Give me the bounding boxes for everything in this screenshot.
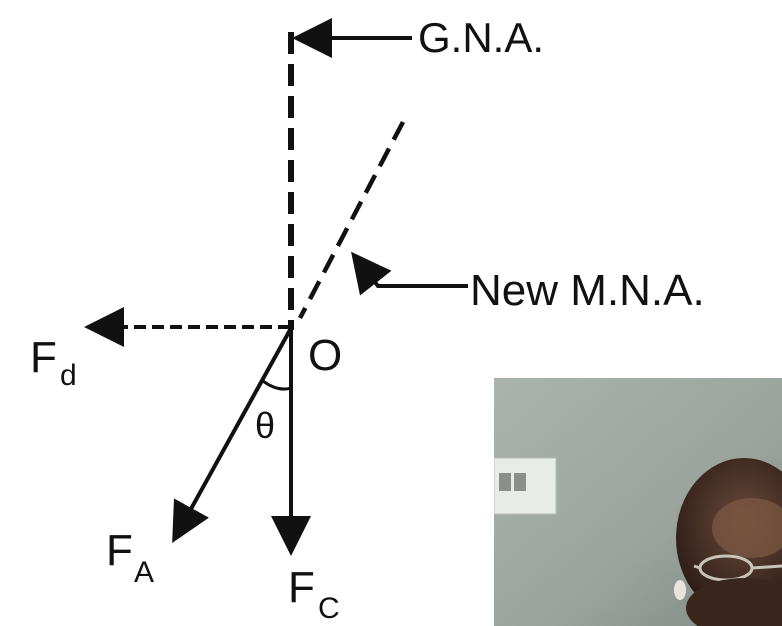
fd-label: F	[30, 333, 57, 382]
fc-subscript: C	[318, 592, 340, 625]
webcam-overlay	[494, 378, 782, 626]
fc-label: F	[288, 563, 315, 612]
fa-label: F	[106, 526, 133, 575]
webcam-image	[494, 378, 782, 626]
new-mna-pointer-arrow	[351, 251, 468, 296]
new-mna-axis-line	[298, 120, 405, 320]
origin-label: O	[308, 331, 342, 380]
fa-force-arrow	[172, 329, 292, 543]
gna-label: G.N.A.	[418, 14, 544, 61]
theta-arc	[262, 379, 292, 391]
fd-subscript: d	[60, 359, 77, 392]
fa-subscript: A	[134, 556, 154, 589]
new-mna-label: New M.N.A.	[470, 266, 705, 315]
theta-label: θ	[255, 405, 275, 446]
